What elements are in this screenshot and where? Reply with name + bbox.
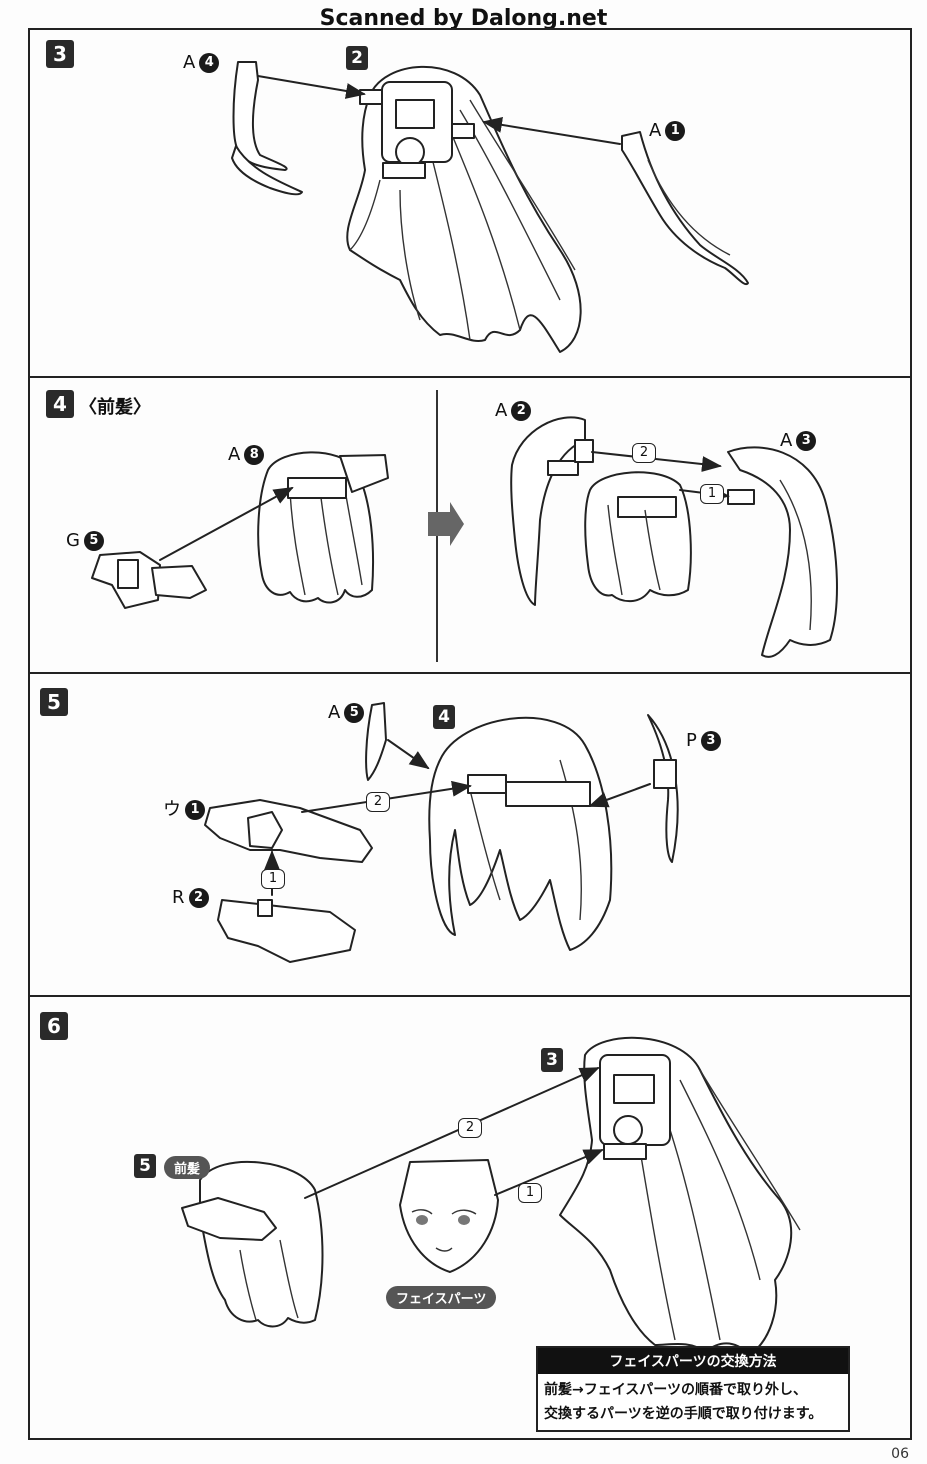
sub-assembly-5: 5 <box>134 1154 156 1178</box>
face-part-tag: フェイスパーツ <box>386 1286 497 1309</box>
sub-assembly-2: 2 <box>346 46 368 70</box>
part-a1-illustration <box>621 131 749 286</box>
note-title: フェイスパーツの交換方法 <box>538 1348 848 1374</box>
watermark: Scanned by Dalong.net <box>319 6 608 31</box>
divider <box>28 672 912 674</box>
head-back-hair-illustration <box>346 65 582 353</box>
order-mark-2: 2 <box>366 789 390 812</box>
order-mark-1: 1 <box>261 866 285 889</box>
part-a4-illustration <box>231 61 303 196</box>
hair-side-a3-illustration <box>727 446 838 658</box>
note-line: 前髪→フェイスパーツの順番で取り外し、 <box>544 1382 808 1398</box>
hair-side-a2-illustration <box>510 416 594 606</box>
divider <box>28 376 912 378</box>
front-hair-center-illustration <box>584 471 692 603</box>
part-p3-illustration <box>647 714 679 863</box>
step-subtitle: 〈前髪〉 <box>79 397 151 418</box>
head-back-hair-assembled-illustration <box>559 1036 801 1356</box>
sub-assembly-4: 4 <box>433 705 455 729</box>
sub-assembly-3: 3 <box>541 1048 563 1072</box>
order-mark-1: 1 <box>700 481 724 504</box>
order-mark-1: 1 <box>518 1180 542 1203</box>
front-hair-tag: 前髪 <box>164 1156 211 1179</box>
visor-u1-illustration <box>204 799 373 863</box>
page-number: 06 <box>891 1446 909 1462</box>
step-number-6: 6 <box>40 1012 68 1040</box>
part-g5-illustration <box>91 551 207 609</box>
page-frame <box>28 28 912 1440</box>
step-number-5: 5 <box>40 688 68 716</box>
face-part-illustration <box>399 1159 499 1273</box>
hair-assembly-4-illustration <box>428 716 613 951</box>
order-mark-2: 2 <box>632 440 656 463</box>
arrow-right-icon <box>428 502 464 546</box>
step-number-4: 4 <box>46 390 74 418</box>
order-mark-2: 2 <box>458 1115 482 1138</box>
face-swap-note: フェイスパーツの交換方法 前髪→フェイスパーツの順番で取り外し、 交換するパーツ… <box>536 1346 850 1432</box>
divider <box>28 995 912 997</box>
front-hair-assembled-illustration <box>181 1160 324 1328</box>
note-line: 交換するパーツを逆の手順で取り付けます。 <box>544 1406 823 1422</box>
step-number-3: 3 <box>46 40 74 68</box>
part-a5-illustration <box>365 702 387 781</box>
goggles-r2-illustration <box>217 899 356 963</box>
front-hair-a8-illustration <box>257 451 389 604</box>
